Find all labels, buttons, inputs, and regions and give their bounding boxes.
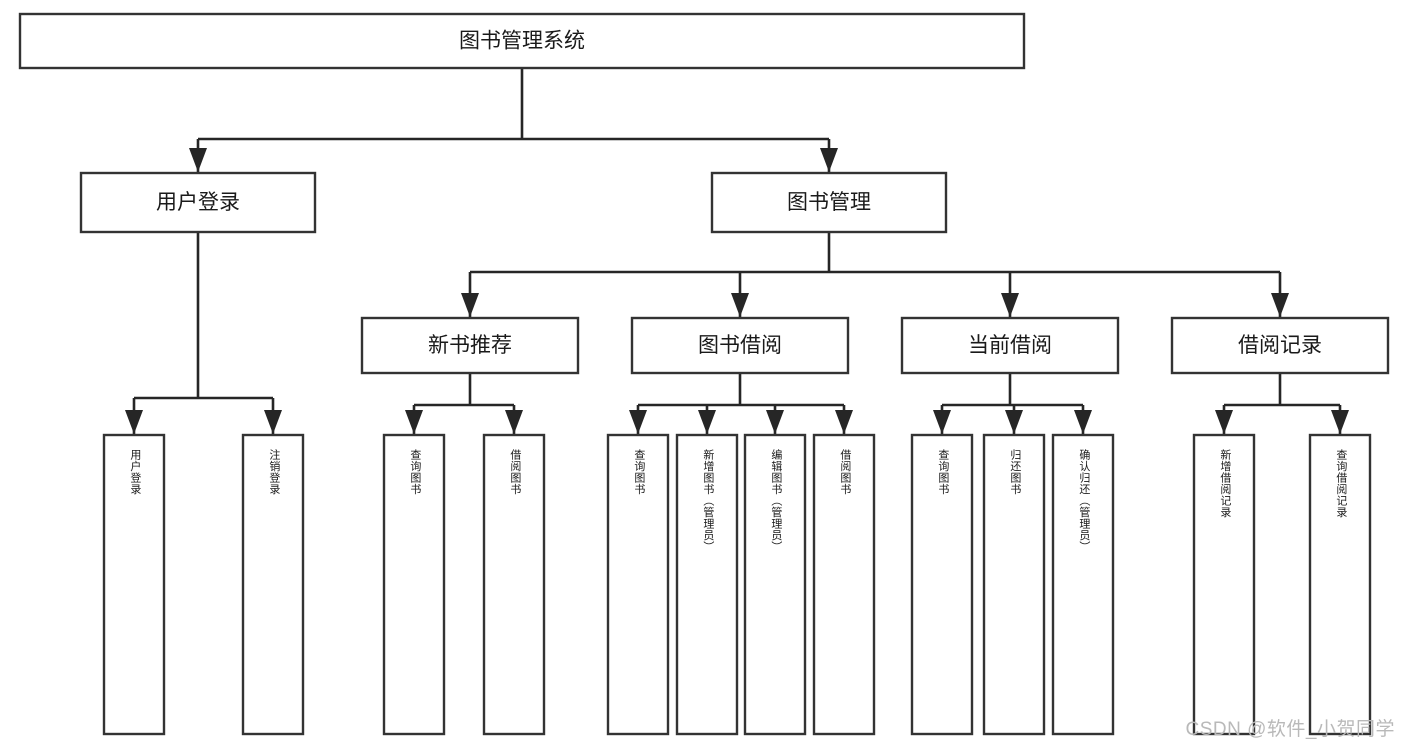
node-borrow-record-box[interactable] [1170,316,1390,375]
node-borrow-record-label: 借阅记录 [1238,334,1322,357]
arrow-head-icon [189,148,207,172]
node-book-borrow-label: 图书借阅 [698,334,782,357]
arrow-head-icon [505,410,523,434]
node-leaf-query-record-box[interactable] [1308,433,1372,736]
node-user-login-label: 用户登录 [156,191,240,214]
arrow-head-icon [835,410,853,434]
node-book-manage-box[interactable] [710,171,948,234]
arrow-head-icon [629,410,647,434]
node-book-manage-label: 图书管理 [787,191,871,214]
node-leaf-return-book-box[interactable] [982,433,1046,736]
csdn-watermark: CSDN @软件_小贺同学 [1185,719,1395,740]
arrow-head-icon [405,410,423,434]
node-leaf-borrow-book-2-box[interactable] [812,433,876,736]
node-book-borrow-box[interactable] [630,316,850,375]
arrow-head-icon [820,148,838,172]
arrow-head-icon [125,410,143,434]
arrow-head-icon [766,410,784,434]
arrow-head-icon [933,410,951,434]
node-leaf-edit-book-box[interactable] [743,433,807,736]
node-current-borrow-box[interactable] [900,316,1120,375]
arrow-head-icon [1271,293,1289,317]
arrow-head-icon [1005,410,1023,434]
arrow-head-icon [461,293,479,317]
arrow-head-icon [1001,293,1019,317]
arrow-head-icon [698,410,716,434]
node-user-login-box[interactable] [79,171,317,234]
node-new-book-recommend-label: 新书推荐 [428,334,512,357]
node-leaf-confirm-return-box[interactable] [1051,433,1115,736]
node-leaf-query-book-2-box[interactable] [606,433,670,736]
node-leaf-query-book-1-box[interactable] [382,433,446,736]
boxes-layer [18,12,1390,736]
node-title-box[interactable] [18,12,1026,70]
node-leaf-user-login-box[interactable] [102,433,166,736]
arrow-head-icon [731,293,749,317]
node-current-borrow-label: 当前借阅 [968,334,1052,357]
node-new-book-recommend-box[interactable] [360,316,580,375]
arrow-head-icon [1074,410,1092,434]
arrow-head-icon [1331,410,1349,434]
node-title-label: 图书管理系统 [459,30,585,53]
node-leaf-add-record-box[interactable] [1192,433,1256,736]
connectors-layer [125,68,1349,434]
node-leaf-logout-login-box[interactable] [241,433,305,736]
node-leaf-borrow-book-1-box[interactable] [482,433,546,736]
arrow-head-icon [264,410,282,434]
node-leaf-add-book-box[interactable] [675,433,739,736]
node-leaf-query-book-3-box[interactable] [910,433,974,736]
arrow-head-icon [1215,410,1233,434]
